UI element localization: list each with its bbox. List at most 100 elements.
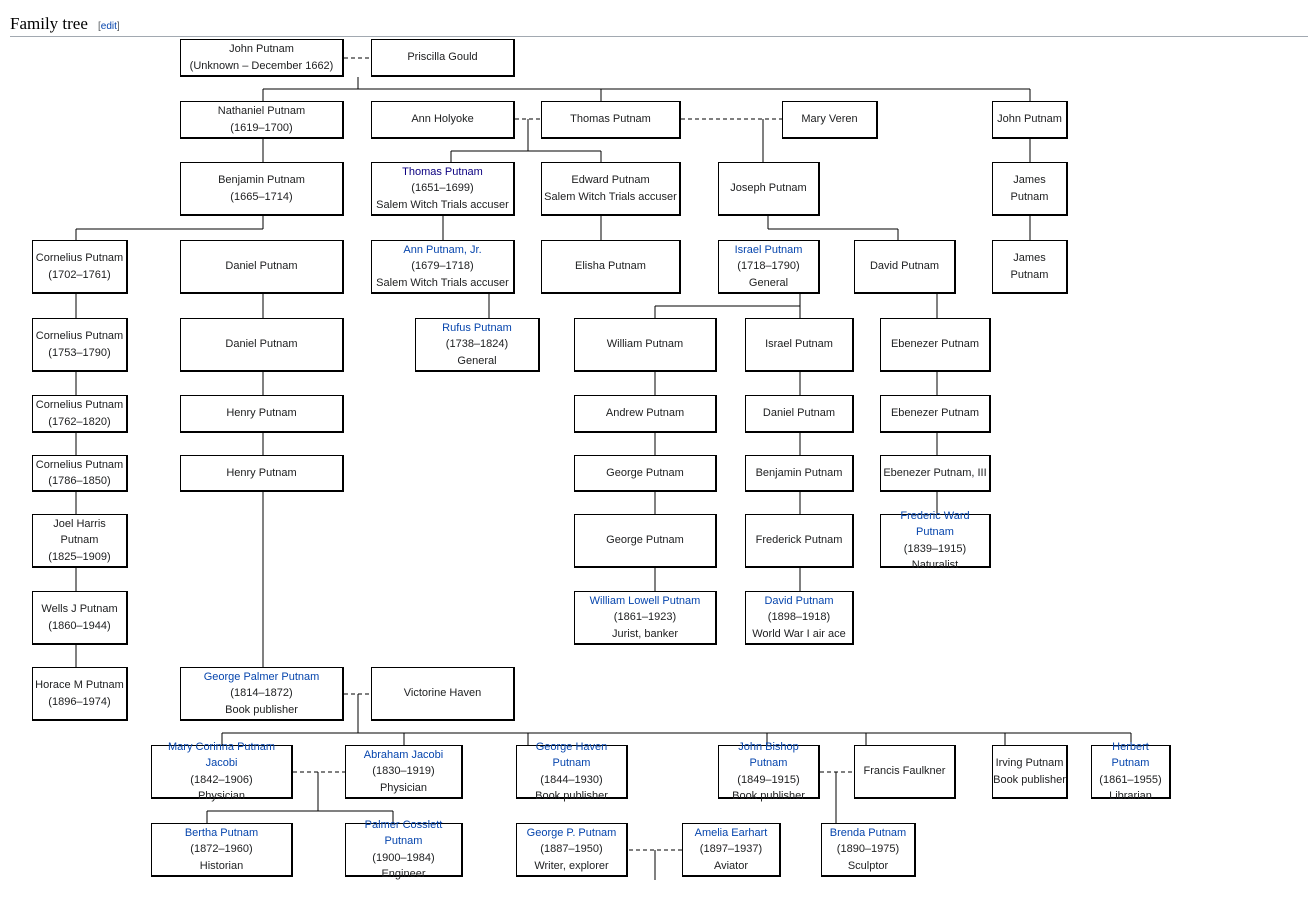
person-box-joseph-putnam: Joseph Putnam xyxy=(718,162,820,216)
person-box-william-lowell: William Lowell Putnam (1861–1923) Jurist, … xyxy=(574,591,717,645)
person-name: James Putnam xyxy=(1010,174,1049,203)
edit-link-wrapper: [edit] xyxy=(98,21,120,32)
person-detail: Salem Witch Trials accuser xyxy=(376,198,509,211)
person-detail: (1844–1930) xyxy=(540,773,603,786)
person-box-daniel-putnam-3: Daniel Putnam xyxy=(745,395,854,433)
person-link[interactable]: Thomas Putnam xyxy=(402,165,483,178)
person-name: Francis Faulkner xyxy=(863,765,946,778)
person-box-george-putnam-2: George Putnam xyxy=(574,514,717,568)
person-box-andrew-putnam: Andrew Putnam xyxy=(574,395,717,433)
person-detail: (1861–1923) xyxy=(613,611,677,624)
person-box-mary-corinna: Mary Corinna Putnam Jacobi (1842–1906) Phy… xyxy=(151,741,293,802)
person-detail: Writer, explorer xyxy=(534,859,609,872)
person-link[interactable]: George Haven Putnam xyxy=(535,740,608,770)
person-detail: (1762–1820) xyxy=(48,415,111,428)
person-name: Thomas Putnam xyxy=(570,113,651,126)
person-detail: Librarian xyxy=(1109,790,1152,802)
person-detail: (1897–1937) xyxy=(699,843,763,856)
person-link[interactable]: Abraham Jacobi xyxy=(363,748,444,761)
person-name: Priscilla Gould xyxy=(407,51,478,64)
person-detail: (1679–1718) xyxy=(411,260,474,273)
person-name: Ebenezer Putnam xyxy=(890,407,980,420)
person-detail: (1830–1919) xyxy=(372,765,435,778)
person-detail: Book publisher xyxy=(732,790,805,802)
person-name: John Putnam xyxy=(229,43,294,55)
person-box-victorine-haven: Victorine Haven xyxy=(371,667,515,721)
person-box-henry-putnam-1: Henry Putnam xyxy=(180,395,344,433)
person-box-george-putnam-1: George Putnam xyxy=(574,455,717,492)
person-detail: (1814–1872) xyxy=(230,687,293,700)
person-box-nathaniel-putnam: Nathaniel Putnam(1619–1700) xyxy=(180,101,344,139)
person-detail: (1702–1761) xyxy=(48,268,111,281)
person-box-elisha-putnam: Elisha Putnam xyxy=(541,240,681,294)
person-box-abraham-jacobi: Abraham Jacobi(1830–1919)Physician xyxy=(345,745,463,799)
person-name: Henry Putnam xyxy=(226,466,297,479)
person-detail: Book publisher xyxy=(993,773,1066,786)
person-name: Mary Veren xyxy=(801,113,858,126)
person-detail: (1842–1906) xyxy=(190,773,253,786)
edit-link[interactable]: edit xyxy=(100,21,117,32)
person-name: Ebenezer Putnam xyxy=(890,338,980,351)
person-link[interactable]: Palmer Cosslett Putnam xyxy=(364,818,443,848)
person-link[interactable]: George P. Putnam xyxy=(526,826,617,839)
person-box-daniel-putnam-1: Daniel Putnam xyxy=(180,240,344,294)
person-detail: Sculptor xyxy=(847,859,889,872)
person-box-francis-faulkner: Francis Faulkner xyxy=(854,745,956,799)
person-box-thomas-putnam-sr: Thomas Putnam xyxy=(541,101,681,139)
person-box-israel-putnam-2: Israel Putnam xyxy=(745,318,854,372)
person-detail: Physician xyxy=(197,790,246,802)
person-detail: Jurist, banker xyxy=(611,627,679,640)
person-name: Israel Putnam xyxy=(765,338,833,351)
person-name: Horace M Putnam xyxy=(35,679,124,691)
person-link[interactable]: David Putnam xyxy=(764,594,834,607)
person-box-david-putnam-1: David Putnam xyxy=(854,240,956,294)
person-link[interactable]: Mary Corinna Putnam Jacobi xyxy=(168,740,275,770)
person-name: Ann Holyoke xyxy=(411,113,474,126)
person-name: Victorine Haven xyxy=(403,687,482,700)
section-title: Family tree xyxy=(10,14,88,33)
person-link[interactable]: John Bishop Putnam xyxy=(738,740,799,770)
section-heading: Family tree [edit] xyxy=(10,14,1308,37)
person-box-palmer-cosslett: Palmer Cosslett Putnam(1900–1984)Enginee… xyxy=(345,819,463,880)
person-name: Benjamin Putnam xyxy=(218,174,305,186)
person-box-david-putnam-1898: David Putnam(1898–1918)World War I air a… xyxy=(745,591,854,645)
person-box-rufus-putnam: Rufus Putnam(1738–1824)General xyxy=(415,318,540,372)
person-box-amelia-earhart: Amelia Earhart(1897–1937)Aviator xyxy=(682,823,781,877)
person-detail: Salem Witch Trials accuser xyxy=(376,276,509,289)
person-detail: (1839–1915) xyxy=(903,542,967,555)
person-link[interactable]: Brenda Putnam xyxy=(829,826,907,839)
person-box-ann-holyoke: Ann Holyoke xyxy=(371,101,515,139)
person-link[interactable]: Israel Putnam xyxy=(734,243,803,256)
person-link[interactable]: Rufus Putnam xyxy=(442,321,512,334)
person-detail: Naturalist xyxy=(911,559,959,571)
person-name: Henry Putnam xyxy=(226,407,297,420)
person-box-benjamin-putnam-2: Benjamin Putnam xyxy=(745,455,854,492)
person-name: David Putnam xyxy=(869,260,940,273)
person-name: Cornelius Putnam xyxy=(35,330,124,342)
person-box-benjamin-putnam-1665: Benjamin Putnam(1665–1714) xyxy=(180,162,344,216)
person-link[interactable]: George Palmer Putnam xyxy=(203,670,320,683)
person-link[interactable]: Herbert Putnam xyxy=(1111,740,1150,770)
person-box-frederick-putnam: Frederick Putnam xyxy=(745,514,854,568)
person-name: Ebenezer Putnam, III xyxy=(883,466,987,479)
person-box-george-palmer: George Palmer Putnam(1814–1872)Book publ… xyxy=(180,667,344,721)
person-link[interactable]: Ann Putnam, Jr. xyxy=(403,243,482,256)
person-link[interactable]: Bertha Putnam xyxy=(184,826,259,839)
person-link[interactable]: William Lowell Putnam xyxy=(589,594,701,607)
person-link[interactable]: Frederic Ward Putnam xyxy=(900,509,970,539)
person-name: Wells J Putnam xyxy=(41,603,118,615)
person-detail: (1619–1700) xyxy=(230,121,293,134)
person-detail: (1786–1850) xyxy=(48,475,111,487)
person-box-william-putnam: William Putnam xyxy=(574,318,717,372)
person-box-cornelius-1753: Cornelius Putnam(1753–1790) xyxy=(32,318,128,372)
person-box-cornelius-1762: Cornelius Putnam(1762–1820) xyxy=(32,395,128,433)
person-box-bertha-putnam: Bertha Putnam(1872–1960)Historian xyxy=(151,823,293,877)
person-box-george-haven: George Haven Putnam(1844–1930)Book publi… xyxy=(516,741,628,802)
person-detail: Salem Witch Trials accuser xyxy=(544,190,677,203)
person-detail: (1651–1699) xyxy=(411,182,474,195)
person-name: George Putnam xyxy=(606,466,684,479)
person-link[interactable]: Amelia Earhart xyxy=(694,826,768,839)
